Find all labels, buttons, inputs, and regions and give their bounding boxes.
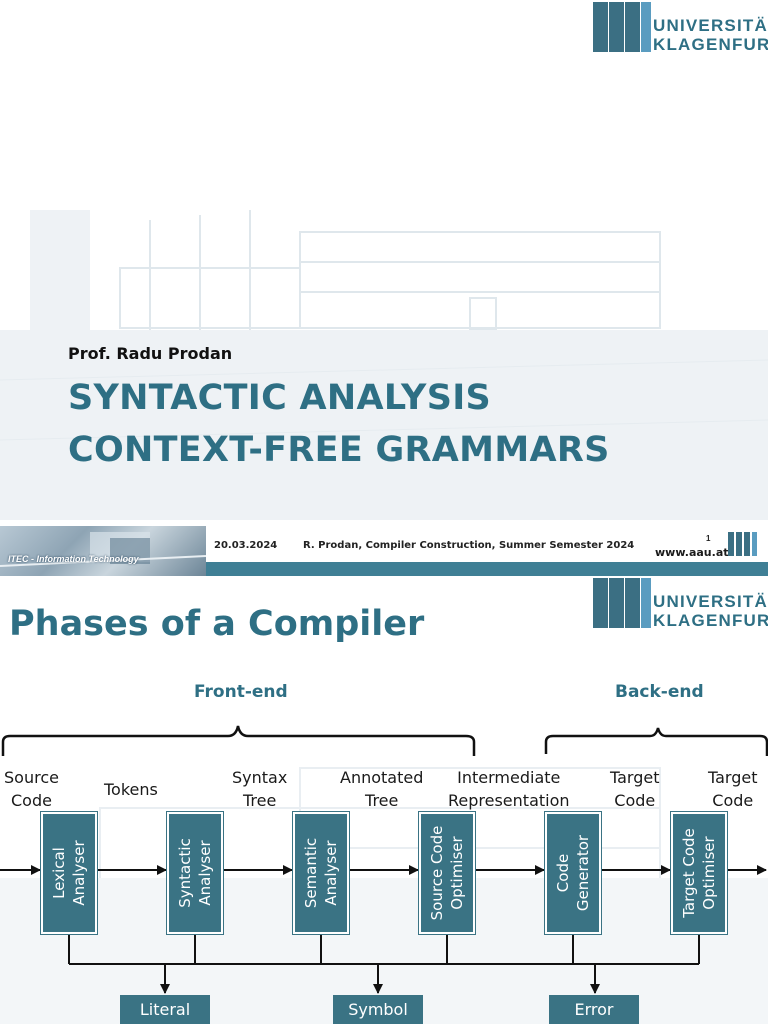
author-name: Prof. Radu Prodan xyxy=(68,344,233,363)
logo-bar xyxy=(641,2,651,52)
footer-photo-art xyxy=(0,532,206,567)
footer-url: www.aau.at xyxy=(655,546,729,559)
logo-bar xyxy=(609,578,624,628)
logo-text-line2: KLAGENFURT xyxy=(653,35,768,54)
footer-mini-logo xyxy=(728,532,760,558)
title-line-2: CONTEXT-FREE GRAMMARS xyxy=(68,430,610,470)
footer-page-number: 1 xyxy=(706,534,711,543)
table-error: Error xyxy=(549,995,639,1024)
front-end-brace xyxy=(1,725,476,756)
mini-logo-bar xyxy=(728,532,734,556)
footer-photo-caption: ITEC - Information Technology xyxy=(8,554,139,564)
footer-course: R. Prodan, Compiler Construction, Summer… xyxy=(303,540,635,551)
logo-text-line1: UNIVERSITÄT xyxy=(653,592,768,611)
footer-bar xyxy=(206,562,768,576)
table-symbol: Symbol xyxy=(333,995,423,1024)
university-logo: UNIVERSITÄT KLAGENFURT xyxy=(593,578,768,634)
building-backdrop xyxy=(0,210,768,520)
footer-date: 20.03.2024 xyxy=(214,540,278,551)
slide-title: Phases of a Compiler xyxy=(9,604,425,644)
logo-bar xyxy=(593,578,608,628)
table-literal: Literal xyxy=(120,995,210,1024)
title-line-1: SYNTACTIC ANALYSIS xyxy=(68,378,492,418)
logo-text-line1: UNIVERSITÄT xyxy=(653,16,768,35)
university-logo: UNIVERSITÄT KLAGENFURT xyxy=(593,2,768,58)
logo-bar xyxy=(625,578,640,628)
footer-photo: ITEC - Information Technology xyxy=(0,526,206,576)
logo-bar xyxy=(609,2,624,52)
logo-text-line2: KLAGENFURT xyxy=(653,611,768,630)
front-end-label: Front-end xyxy=(194,682,288,702)
content-slide: Phases of a Compiler UNIVERSITÄT KLAGENF… xyxy=(0,578,768,1024)
back-end-label: Back-end xyxy=(615,682,704,702)
back-end-brace xyxy=(544,727,768,756)
mini-logo-bar xyxy=(736,532,742,556)
logo-bar xyxy=(593,2,608,52)
slide-footer: ITEC - Information Technology 20.03.2024… xyxy=(0,526,768,578)
diagram-connectors xyxy=(0,725,768,994)
title-slide: UNIVERSITÄT KLAGENFURT Prof. Radu Prodan… xyxy=(0,0,768,578)
mini-logo-bar xyxy=(744,532,750,556)
logo-bar xyxy=(625,2,640,52)
mini-logo-bar xyxy=(752,532,757,556)
logo-bar xyxy=(641,578,651,628)
label-tokens: Tokens xyxy=(104,780,158,799)
